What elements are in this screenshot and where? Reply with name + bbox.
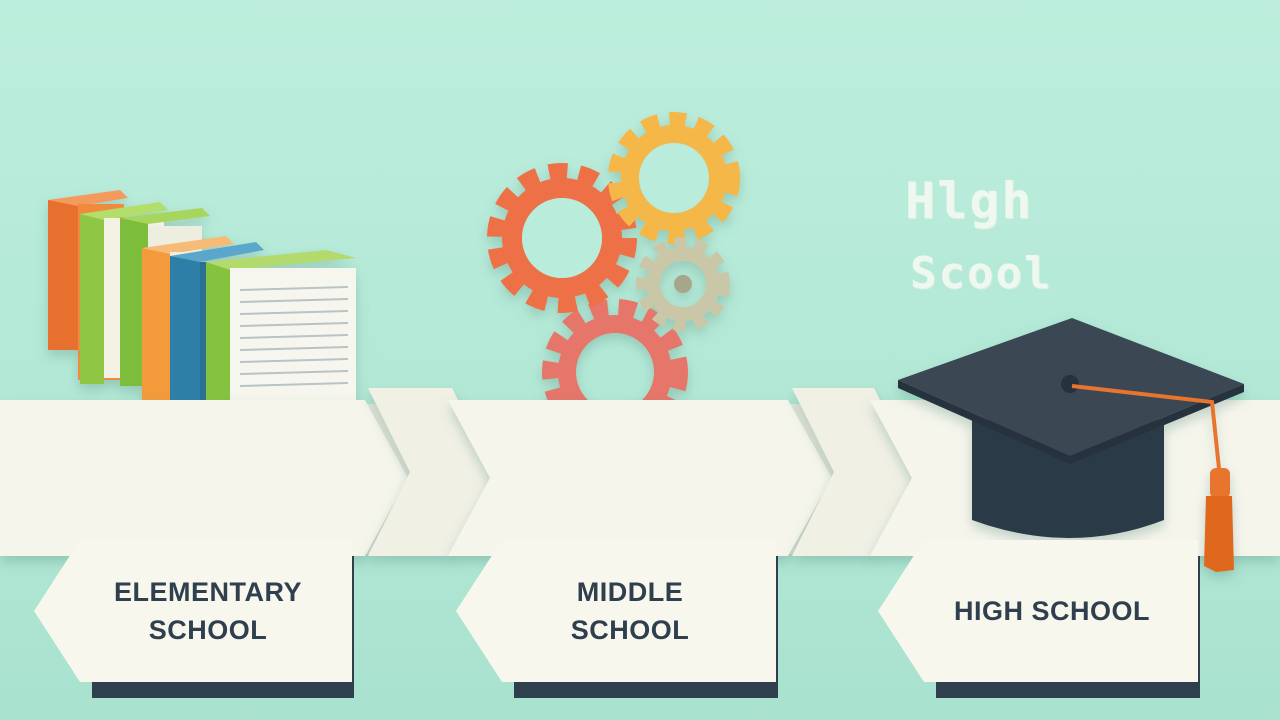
gear-orange-icon xyxy=(487,163,637,313)
tassel-cord xyxy=(1071,384,1222,479)
stage-label-line-1: HIGH SCHOOL xyxy=(953,596,1150,626)
card-high-shape xyxy=(878,540,1200,698)
stage-label-elementary-school: ELEMENTARY SCHOOL xyxy=(60,540,356,682)
stage-label-high-school: HIGH SCHOOL xyxy=(904,540,1200,682)
stage-label-line-2: SCHOOL xyxy=(570,615,690,645)
stage-cards xyxy=(34,540,1200,698)
graduation-cap-icon xyxy=(898,318,1244,572)
stage-label-line-2: SCHOOL xyxy=(148,615,268,645)
card-middle-shape xyxy=(456,540,778,698)
decorative-word-2: Scool xyxy=(910,248,1053,299)
books-icon xyxy=(48,190,356,402)
gear-beige-icon xyxy=(636,237,730,331)
stage-label-line-1: ELEMENTARY xyxy=(113,577,302,607)
gear-yellow-icon xyxy=(608,112,740,244)
gears-icon xyxy=(487,112,740,445)
card-elementary-shape xyxy=(34,540,354,698)
stage-label-line-1: MIDDLE xyxy=(576,577,684,607)
decorative-word-1: Hlgh xyxy=(905,172,1034,230)
stage-label-middle-school: MIDDLE SCHOOL xyxy=(482,540,778,682)
